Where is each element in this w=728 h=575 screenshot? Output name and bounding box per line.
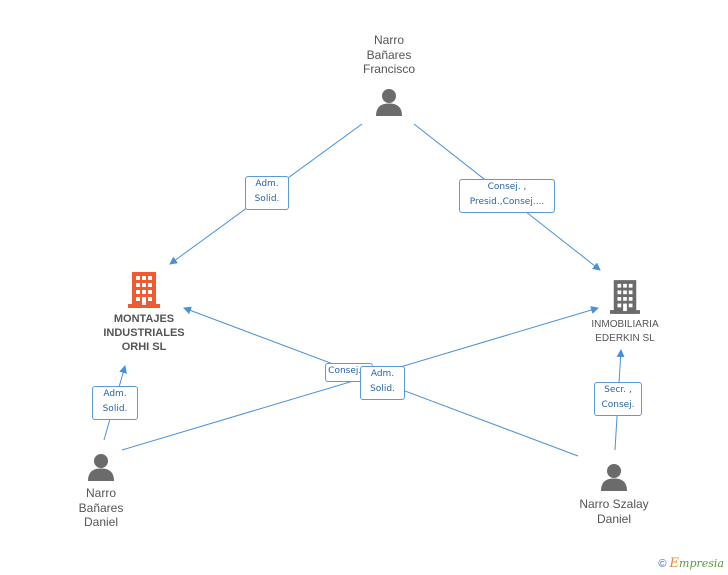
node-montajes-industriales-orhi[interactable]: MONTAJES INDUSTRIALES ORHI SL [88,272,200,354]
edge-label-line: Consej. , [487,182,527,192]
person-name-line: Bañares [366,47,412,62]
edge-label-line: Solid. [254,194,280,204]
edge-label-line: Solid. [102,404,128,414]
edge-label-daniel-inmobiliaria[interactable]: Adm. Solid. [360,366,405,400]
edge-label-line: Solid. [370,384,395,394]
brand-name: mpresia [679,557,724,570]
person-icon [88,454,114,481]
building-icon [610,280,640,314]
company-name-line: ORHI SL [121,341,167,353]
node-narro-banares-francisco[interactable]: Narro Bañares Francisco [338,33,440,117]
edge-label-szalay-inmobiliaria[interactable]: Secr. , Consej. [594,382,642,416]
brand-initial: E [669,556,680,571]
copyright-symbol: © [658,558,667,570]
company-name-line: EDERKIN SL [595,333,655,344]
company-name-line: INMOBILIARIA [591,319,659,330]
person-name-line: Narro [373,33,404,47]
edge-label-francisco-inmobiliaria[interactable]: Consej. , Presid.,Consej.... [459,179,555,213]
edge-label-line: Secr. , [604,385,632,395]
person-name-line: Francisco [362,62,415,76]
edge-label-line: Adm. [255,179,279,189]
person-name-line: Daniel [596,511,632,526]
person-name-line: Daniel [83,515,119,529]
node-narro-banares-daniel[interactable]: Narro Bañares Daniel [60,452,142,530]
edge-label-line: Consej. [601,400,635,410]
edge-label-line: Presid.,Consej.... [469,197,545,207]
person-name-line: Narro [85,486,116,500]
person-icon [376,88,402,116]
empresia-logo: © Empresia [658,556,724,571]
node-inmobiliaria-ederkin[interactable]: INMOBILIARIA EDERKIN SL [570,280,680,346]
edge-label-daniel-montajes[interactable]: Adm. Solid. [92,386,138,420]
node-narro-szalay-daniel[interactable]: Narro Szalay Daniel [566,462,662,526]
building-icon [128,272,160,308]
edge-label-line: Adm. [370,369,395,379]
edge-label-line: Adm. [103,389,127,399]
person-name-line: Bañares [78,500,124,515]
person-icon [601,464,627,491]
edge-label-francisco-montajes[interactable]: Adm. Solid. [245,176,289,210]
person-name-line: Narro Szalay [579,497,649,511]
edge-label-line: Consej.... [328,366,370,376]
company-name-line: MONTAJES [113,313,175,325]
company-name-line: INDUSTRIALES [103,327,185,339]
